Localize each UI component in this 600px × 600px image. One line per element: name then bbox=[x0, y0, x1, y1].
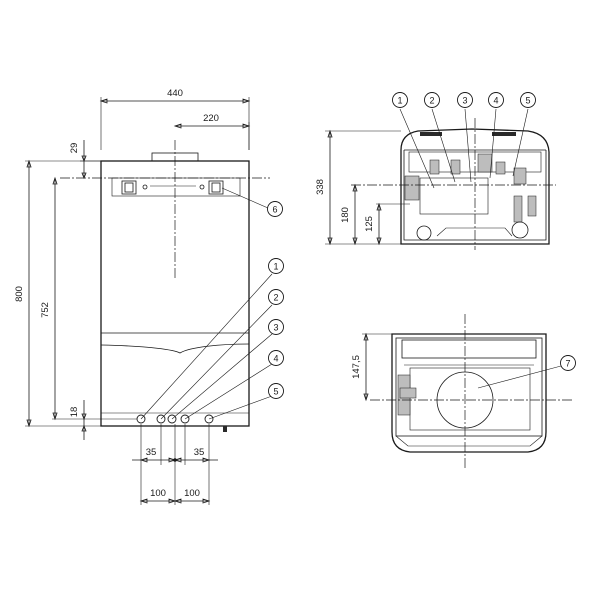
dim-bottom-offset: 18 bbox=[69, 407, 80, 418]
conn-callout-1: 1 bbox=[397, 96, 402, 106]
connection-view: 1 2 3 4 5 338 180 125 bbox=[315, 92, 556, 250]
conn-callout-5: 5 bbox=[525, 96, 530, 106]
dim-height-total: 800 bbox=[14, 286, 25, 302]
dim-top-offset: 29 bbox=[69, 143, 80, 154]
flue-housing-outline bbox=[391, 333, 547, 453]
dim-depth-mid: 180 bbox=[340, 207, 351, 223]
flue-callout-7: 7 bbox=[565, 359, 570, 369]
dim-width-half: 220 bbox=[203, 113, 219, 124]
callout-1: 1 bbox=[273, 262, 278, 272]
front-panel-curve bbox=[100, 343, 250, 354]
callout-6: 6 bbox=[272, 205, 277, 215]
dim-span-right: 100 bbox=[184, 488, 200, 499]
callout-5: 5 bbox=[273, 387, 278, 397]
flue-view: 7 147,5 bbox=[351, 314, 576, 468]
dim-span-left: 100 bbox=[150, 488, 166, 499]
dim-width-total: 440 bbox=[167, 88, 183, 99]
conn-callout-4: 4 bbox=[493, 96, 498, 106]
connection-callouts: 1 2 3 4 5 bbox=[392, 92, 536, 108]
dim-spacing-left: 35 bbox=[146, 447, 157, 458]
housing-outline bbox=[400, 128, 550, 245]
conn-callout-3: 3 bbox=[462, 96, 467, 106]
callout-4: 4 bbox=[273, 354, 278, 364]
dim-spacing-right: 35 bbox=[194, 447, 205, 458]
dim-depth: 338 bbox=[315, 179, 326, 195]
front-view: 440 220 29 800 752 18 35 35 bbox=[14, 88, 284, 505]
front-callouts: 1 2 3 4 5 6 bbox=[267, 201, 284, 399]
dim-mount-height: 752 bbox=[40, 302, 51, 318]
conn-callout-2: 2 bbox=[429, 96, 434, 106]
callout-3: 3 bbox=[273, 323, 278, 333]
dim-depth-low: 125 bbox=[364, 216, 375, 232]
callout-2: 2 bbox=[273, 293, 278, 303]
dim-flue-offset: 147,5 bbox=[351, 355, 362, 379]
